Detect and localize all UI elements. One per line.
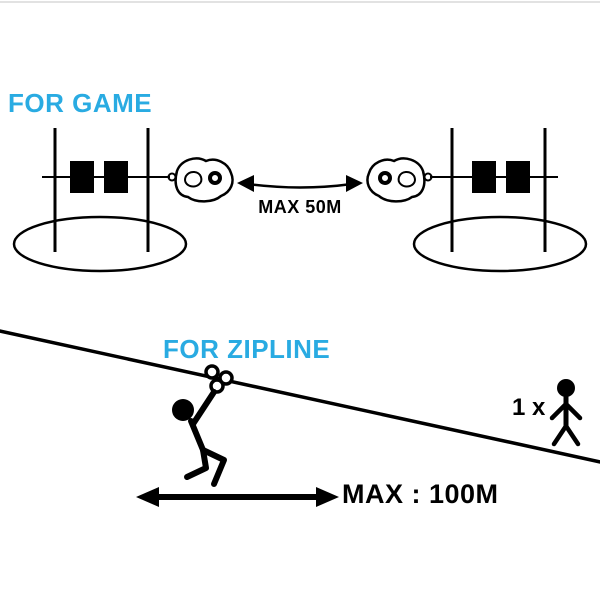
- pole-strap-anchor-right-icon: [412, 126, 588, 273]
- zipline-trolley-icon: [204, 364, 234, 394]
- game-diagram: [12, 126, 588, 273]
- pole-strap-anchor-left-icon: [12, 126, 188, 273]
- zipline-rider-icon: [172, 389, 227, 487]
- span-double-arrow-icon: [237, 175, 363, 192]
- game-distance-label: MAX 50M: [258, 197, 342, 217]
- distance-double-arrow-icon: [136, 487, 339, 507]
- grip-plate-left-icon: [173, 156, 235, 204]
- zipline-diagram: [0, 329, 600, 507]
- zipline-cable-icon: [0, 329, 600, 464]
- zipline-quantity-label: 1 x: [512, 394, 546, 421]
- standing-person-icon: [549, 379, 583, 447]
- game-section-title: FOR GAME: [8, 88, 153, 118]
- zipline-section-title: FOR ZIPLINE: [163, 334, 331, 364]
- grip-plate-right-icon: [365, 156, 427, 204]
- zipline-distance-label: MAX : 100M: [342, 479, 499, 509]
